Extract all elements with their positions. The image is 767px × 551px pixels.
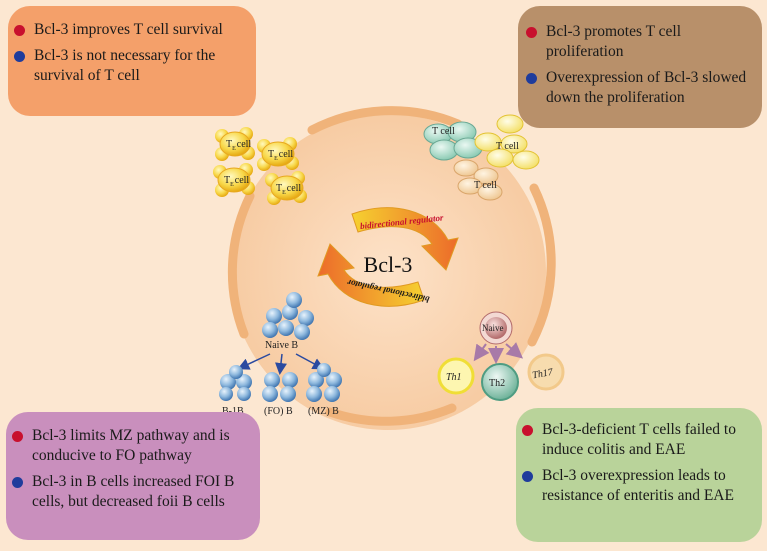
svg-text:Th17: Th17: [532, 367, 555, 382]
effector-cell-2: TEcell: [257, 137, 299, 171]
effector-t-cells: TEcell TEcell TEcell TEcell: [213, 127, 307, 205]
top-left-item-1: Bcl-3 improves T cell survival: [14, 20, 246, 40]
effector-cell-4: TEcell: [265, 171, 307, 205]
bottom-right-item-1: Bcl-3-deficient T cells failed to induce…: [522, 420, 754, 460]
arrow-bottom: [317, 243, 425, 307]
svg-text:Naive B: Naive B: [265, 340, 298, 351]
red-bullet-icon: [522, 425, 533, 436]
blue-bullet-icon: [12, 477, 23, 488]
effector-cell-1: TEcell: [215, 127, 255, 161]
naive-b-cluster: Naive B: [262, 292, 314, 351]
svg-text:Naive: Naive: [482, 323, 504, 333]
bottom-left-item-1: Bcl-3 limits MZ pathway and is conducive…: [12, 426, 252, 466]
arrow-top: [351, 207, 459, 271]
fo-b-cluster: (FO) B: [262, 372, 298, 417]
bottom-right-item-2: Bcl-3 overexpression leads to resistance…: [522, 466, 754, 506]
svg-text:T cell: T cell: [474, 180, 497, 191]
ring-arc-bottom: [325, 403, 457, 426]
th1-cell: Th1: [437, 357, 475, 395]
red-bullet-icon: [14, 25, 25, 36]
red-bullet-icon: [12, 431, 23, 442]
b1b-cluster: B-1B: [219, 365, 252, 417]
svg-text:TEcell: TEcell: [224, 175, 249, 188]
svg-text:Th2: Th2: [489, 378, 505, 389]
top-right-item-1: Bcl-3 promotes T cell proliferation: [526, 22, 754, 62]
blue-bullet-icon: [526, 73, 537, 84]
red-bullet-icon: [526, 27, 537, 38]
top-right-info-box: Bcl-3 promotes T cell proliferation Over…: [518, 6, 762, 128]
bottom-left-info-box: Bcl-3 limits MZ pathway and is conducive…: [6, 412, 260, 540]
bottom-right-info-box: Bcl-3-deficient T cells failed to induce…: [516, 408, 762, 542]
mz-b-cluster: (MZ) B: [306, 363, 342, 417]
svg-text:TEcell: TEcell: [226, 139, 251, 152]
svg-text:TEcell: TEcell: [276, 183, 301, 196]
cycle-ring: [227, 106, 556, 426]
svg-text:T cell: T cell: [496, 141, 519, 152]
th17-cell: Th17: [527, 353, 565, 391]
top-right-item-2: Overexpression of Bcl-3 slowed down the …: [526, 68, 754, 108]
b-cell-differentiation: Naive B B-1B (FO) B (MZ) B: [219, 292, 342, 417]
svg-text:Th1: Th1: [446, 372, 462, 383]
svg-text:(MZ) B: (MZ) B: [308, 406, 339, 417]
proliferating-t-cells: T cell T cell T cell: [423, 114, 540, 201]
svg-text:TEcell: TEcell: [268, 149, 293, 162]
ring-arc-top: [307, 106, 463, 135]
yellow-t-cell-cluster: T cell: [474, 114, 540, 170]
top-left-item-2: Bcl-3 is not necessary for the survival …: [14, 46, 246, 86]
peach-t-cell-cluster: T cell: [453, 159, 503, 201]
top-left-info-box: Bcl-3 improves T cell survival Bcl-3 is …: [8, 6, 256, 116]
th2-cell: Th2: [481, 363, 519, 401]
svg-text:T cell: T cell: [432, 126, 455, 137]
effector-cell-3: TEcell: [213, 163, 255, 197]
bottom-left-item-2: Bcl-3 in B cells increased FOI B cells, …: [12, 472, 252, 512]
center-label: Bcl-3: [364, 252, 413, 277]
naive-t-cell: Naive: [479, 311, 513, 345]
svg-text:(FO) B: (FO) B: [264, 406, 293, 417]
svg-text:B-1B: B-1B: [222, 406, 244, 417]
blue-bullet-icon: [522, 471, 533, 482]
ring-arc-right: [527, 183, 556, 347]
t-helper-differentiation: Naive Th1 Th2 Th17: [437, 311, 565, 401]
blue-bullet-icon: [14, 51, 25, 62]
ring-arc-left: [227, 191, 255, 339]
